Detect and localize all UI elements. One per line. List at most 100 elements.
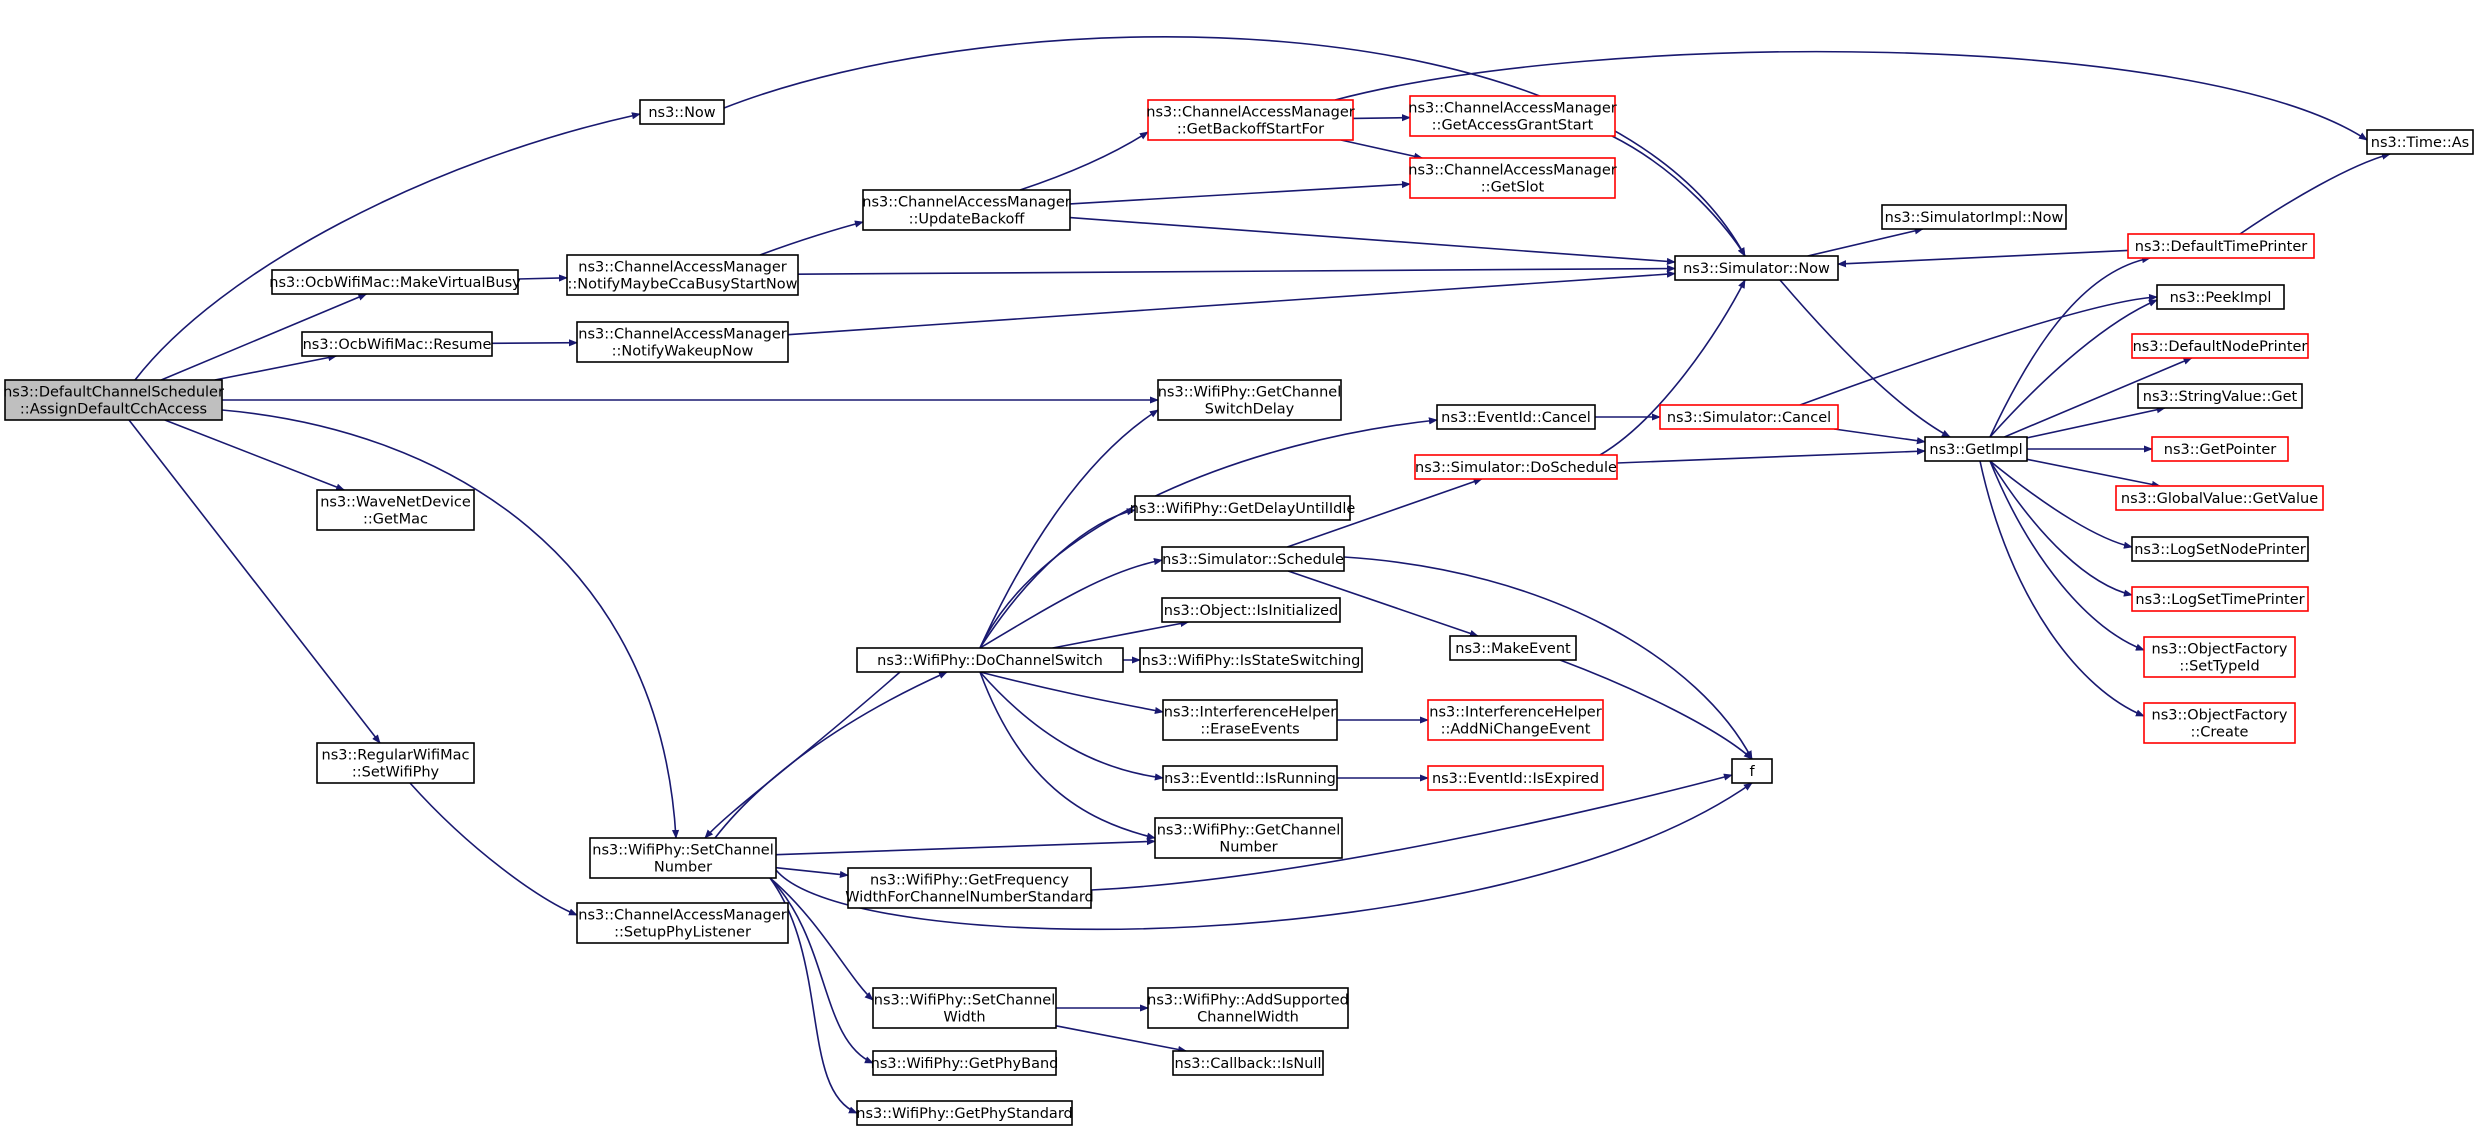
node-simimplnow[interactable]: ns3::SimulatorImpl::Now [1881, 204, 2067, 230]
node-addni[interactable]: ns3::InterferenceHelper::AddNiChangeEven… [1427, 699, 1604, 741]
node-label: ns3::WifiPhy::SetChannel [592, 843, 774, 859]
edge-notifybusy-to-updatebackoff [759, 220, 864, 256]
edge-schedule-to-f [1343, 556, 1753, 760]
node-label: ns3::Simulator::DoSchedule [1415, 460, 1617, 476]
node-getimpl[interactable]: ns3::GetImpl [1924, 436, 2028, 462]
node-getpointer[interactable]: ns3::GetPointer [2151, 436, 2289, 462]
node-timeas[interactable]: ns3::Time::As [2366, 129, 2474, 155]
edge-getimpl-to-defnode [2004, 357, 2193, 438]
edge-getimpl-to-logtime [1989, 460, 2133, 597]
node-label: ns3::ObjectFactory [2152, 708, 2288, 724]
node-label: ::AddNiChangeEvent [1441, 722, 1591, 738]
node-delayidle[interactable]: ns3::WifiPhy::GetDelayUntilIdle [1130, 495, 1356, 521]
node-notifybusy[interactable]: ns3::ChannelAccessManager::NotifyMaybeCc… [566, 254, 799, 296]
node-isinit[interactable]: ns3::Object::IsInitialized [1161, 597, 1341, 623]
node-schedule[interactable]: ns3::Simulator::Schedule [1161, 546, 1345, 572]
node-updatebackoff[interactable]: ns3::ChannelAccessManager::UpdateBackoff [862, 189, 1071, 231]
node-globalget[interactable]: ns3::GlobalValue::GetValue [2115, 485, 2324, 511]
node-label: ns3::DefaultTimePrinter [2135, 239, 2307, 255]
node-label: ns3::GlobalValue::GetValue [2121, 491, 2318, 507]
edge-docs-to-setchnum [704, 671, 901, 839]
node-peekimpl[interactable]: ns3::PeekImpl [2156, 284, 2285, 310]
node-simnow[interactable]: ns3::Simulator::Now [1674, 255, 1839, 281]
node-setupphy[interactable]: ns3::ChannelAccessManager::SetupPhyListe… [576, 902, 789, 944]
node-defnode[interactable]: ns3::DefaultNodePrinter [2131, 333, 2309, 359]
node-makeevent[interactable]: ns3::MakeEvent [1449, 635, 1577, 661]
node-label: SwitchDelay [1205, 402, 1295, 418]
node-label: WidthForChannelNumberStandard [845, 890, 1094, 906]
edge-updatebackoff-to-getslot [1069, 180, 1411, 205]
node-isexpired[interactable]: ns3::EventId::IsExpired [1427, 765, 1604, 791]
edge-resume-to-notifywake [491, 339, 578, 347]
node-now[interactable]: ns3::Now [639, 99, 725, 125]
node-getslot[interactable]: ns3::ChannelAccessManager::GetSlot [1408, 157, 1617, 199]
node-strget[interactable]: ns3::StringValue::Get [2137, 383, 2303, 409]
edge-setchnum-to-f [775, 782, 1753, 931]
node-docs[interactable]: ns3::WifiPhy::DoChannelSwitch [856, 647, 1124, 673]
node-getphyband[interactable]: ns3::WifiPhy::GetPhyBand [871, 1050, 1059, 1076]
node-label: ns3::WifiPhy::SetChannel [874, 993, 1056, 1009]
node-makebusy[interactable]: ns3::OcbWifiMac::MakeVirtualBusy [269, 269, 521, 295]
node-getbackoff[interactable]: ns3::ChannelAccessManager::GetBackoffSta… [1146, 99, 1355, 141]
edge-simcancel-to-getimpl [1833, 428, 1926, 445]
node-getmac[interactable]: ns3::WaveNetDevice::GetMac [316, 489, 475, 531]
edge-makeevent-to-f [1559, 659, 1753, 760]
node-label: ns3::WifiPhy::GetChannel [1157, 823, 1341, 839]
node-label: ::SetupPhyListener [614, 925, 751, 941]
node-label: ::GetSlot [1481, 180, 1545, 196]
edge-docs-to-getchnum [979, 671, 1156, 840]
node-label: ns3::EventId::IsRunning [1164, 771, 1336, 787]
node-label: ns3::ChannelAccessManager [1146, 105, 1355, 121]
node-setwifiphy[interactable]: ns3::RegularWifiMac::SetWifiPhy [316, 742, 475, 784]
node-getaccess[interactable]: ns3::ChannelAccessManager::GetAccessGran… [1408, 95, 1617, 137]
node-doschedule[interactable]: ns3::Simulator::DoSchedule [1414, 454, 1618, 480]
node-label: ns3::InterferenceHelper [1164, 705, 1336, 721]
node-logtime[interactable]: ns3::LogSetTimePrinter [2131, 586, 2309, 612]
node-ofsettype[interactable]: ns3::ObjectFactory::SetTypeId [2143, 636, 2296, 678]
node-getphystd[interactable]: ns3::WifiPhy::GetPhyStandard [856, 1100, 1073, 1126]
node-label: ns3::LogSetNodePrinter [2134, 542, 2306, 558]
edge-getbackoff-to-getslot [1340, 139, 1424, 160]
node-label: ns3::RegularWifiMac [322, 748, 470, 764]
edge-docs-to-delayidle [979, 508, 1136, 649]
node-label: ns3::GetPointer [2164, 442, 2277, 458]
edge-simnow-to-getimpl [1779, 279, 1951, 438]
node-label: ::NotifyWakeupNow [612, 344, 754, 360]
edge-getbackoff-to-timeas [1334, 50, 2368, 141]
node-label: ::SetWifiPhy [352, 765, 440, 781]
node-label: ns3::Simulator::Cancel [1667, 410, 1831, 426]
node-notifywake[interactable]: ns3::ChannelAccessManager::NotifyWakeupN… [576, 321, 789, 363]
edge-docs-to-eventcancel [979, 417, 1438, 649]
edge-assign-to-makebusy [160, 293, 368, 381]
node-label: ns3::MakeEvent [1455, 641, 1571, 657]
node-label: ::Create [2191, 725, 2249, 741]
edge-setchwidth-to-isnull [1055, 1025, 1187, 1053]
edge-assign-to-setchnum [221, 409, 680, 839]
node-assign[interactable]: ns3::DefaultChannelScheduler::AssignDefa… [3, 379, 224, 421]
node-resume[interactable]: ns3::OcbWifiMac::Resume [301, 331, 493, 357]
node-deftime[interactable]: ns3::DefaultTimePrinter [2127, 233, 2315, 259]
node-simcancel[interactable]: ns3::Simulator::Cancel [1659, 404, 1839, 430]
node-getfreq[interactable]: ns3::WifiPhy::GetFrequencyWidthForChanne… [845, 867, 1094, 909]
node-eventcancel[interactable]: ns3::EventId::Cancel [1436, 404, 1596, 430]
node-label: ns3::OcbWifiMac::Resume [303, 337, 492, 353]
node-f[interactable]: f [1731, 758, 1773, 784]
edge-getimpl-to-lognode [1989, 460, 2133, 549]
node-erase[interactable]: ns3::InterferenceHelper::EraseEvents [1162, 699, 1338, 741]
edge-getimpl-to-ofcreate [1979, 460, 2145, 717]
node-label: ::SetTypeId [2179, 659, 2259, 675]
node-lognode[interactable]: ns3::LogSetNodePrinter [2131, 536, 2309, 562]
edge-setchnum-to-getfreq [775, 866, 849, 879]
edge-assign-to-resume [214, 354, 338, 381]
node-label: ns3::ChannelAccessManager [578, 908, 787, 924]
node-isswitch[interactable]: ns3::WifiPhy::IsStateSwitching [1139, 647, 1363, 673]
node-isnull[interactable]: ns3::Callback::IsNull [1172, 1050, 1324, 1076]
node-label: Width [943, 1010, 985, 1026]
node-isrunning[interactable]: ns3::EventId::IsRunning [1162, 765, 1338, 791]
node-ofcreate[interactable]: ns3::ObjectFactory::Create [2143, 702, 2296, 744]
